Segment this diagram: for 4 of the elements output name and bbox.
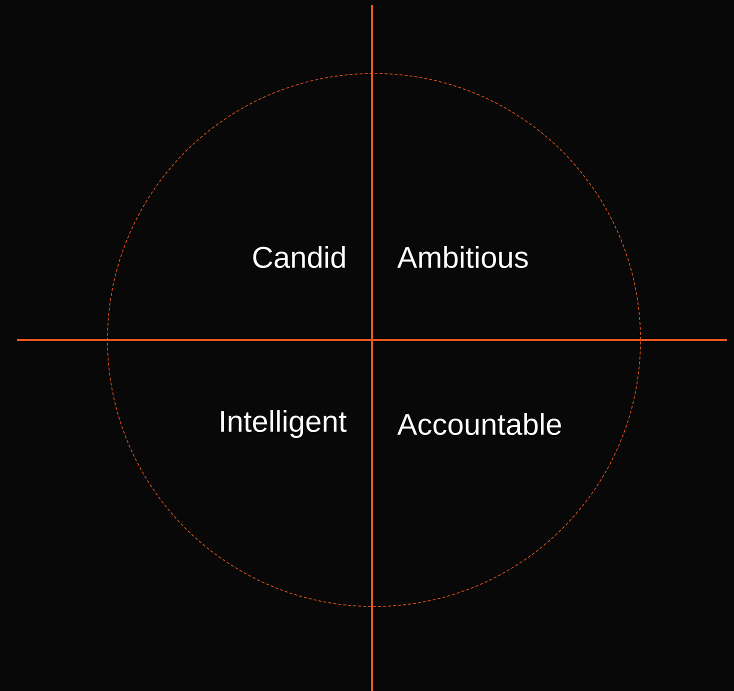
quadrant-label: Intelligent bbox=[221, 410, 347, 438]
quadrant-label: Accountable bbox=[397, 412, 561, 435]
quadrant-label: Candid bbox=[253, 246, 345, 268]
quadrant-label: Ambitious bbox=[397, 246, 528, 268]
